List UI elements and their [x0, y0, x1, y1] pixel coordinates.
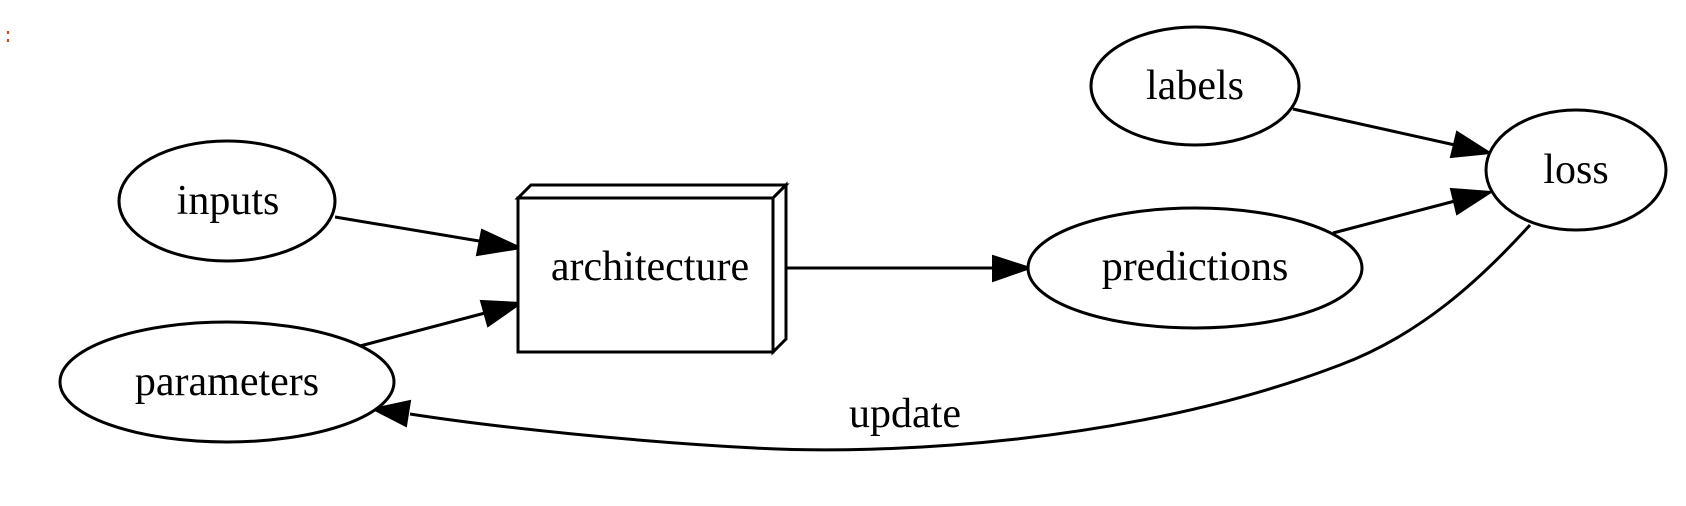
node-loss: loss — [1484, 108, 1668, 232]
node-labels-shape — [1089, 25, 1301, 147]
arrowhead — [992, 254, 1034, 283]
corner-mark: : — [2, 26, 14, 49]
node-predictions-shape — [1026, 206, 1364, 330]
edge-labels-loss — [1292, 107, 1493, 159]
edge-label-update: update — [849, 391, 961, 437]
node-inputs: inputs — [117, 139, 337, 263]
node-inputs-label: inputs — [177, 178, 280, 224]
edge-predictions-loss — [1332, 187, 1495, 235]
node-architecture-front — [516, 196, 775, 354]
arrowhead — [370, 399, 412, 428]
edge-loss-parameters-update: update — [370, 223, 1532, 452]
arrowhead — [479, 299, 524, 328]
node-architecture-top — [514, 183, 790, 200]
node-architecture-label: architecture — [551, 244, 749, 290]
node-parameters-label: parameters — [135, 359, 319, 405]
node-loss-label: loss — [1543, 147, 1608, 193]
node-predictions: predictions — [1026, 206, 1364, 330]
node-predictions-label: predictions — [1102, 244, 1289, 290]
node-loss-shape — [1484, 108, 1668, 232]
arrowhead — [1449, 130, 1493, 159]
node-inputs-shape — [117, 139, 337, 263]
node-parameters: parameters — [58, 320, 396, 444]
node-architecture: architecture — [514, 181, 790, 356]
arrowhead — [1449, 187, 1495, 216]
node-parameters-shape — [58, 320, 396, 444]
edge-architecture-predictions — [787, 254, 1034, 283]
node-architecture-side — [771, 181, 788, 356]
node-labels: labels — [1089, 25, 1301, 147]
edge-inputs-architecture — [334, 215, 525, 257]
arrowhead — [475, 228, 525, 257]
edge-parameters-architecture — [359, 299, 524, 348]
node-labels-label: labels — [1146, 63, 1244, 109]
